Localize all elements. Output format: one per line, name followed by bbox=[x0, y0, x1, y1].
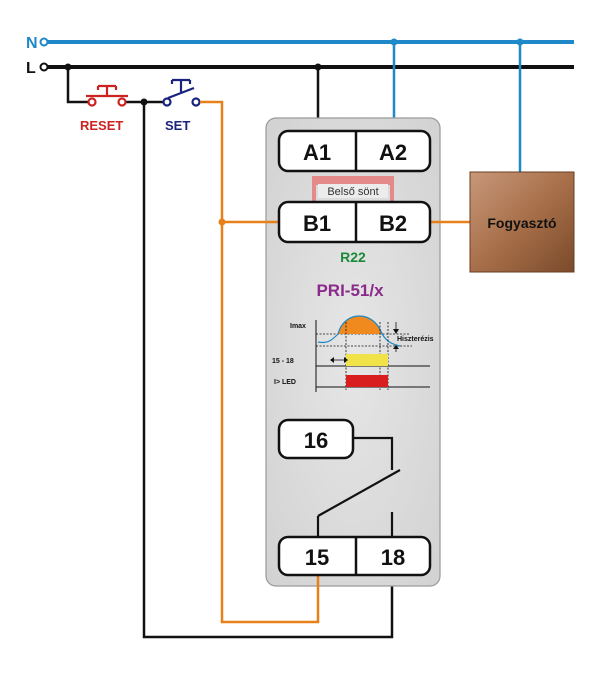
graph-imax-label: Imax bbox=[290, 323, 306, 330]
shunt-label: Belső sönt bbox=[327, 186, 378, 198]
reset-button[interactable] bbox=[86, 84, 128, 107]
load-label: Fogyasztó bbox=[487, 215, 556, 231]
junction-dot bbox=[516, 38, 524, 46]
load-box: Fogyasztó bbox=[469, 171, 575, 273]
signal-wires bbox=[200, 100, 470, 624]
delay-arrow-icon bbox=[330, 357, 334, 363]
terminal-b2: B2 bbox=[379, 211, 407, 236]
line-label: L bbox=[26, 60, 36, 77]
hyst-arrow-icon bbox=[393, 329, 399, 334]
neutral-wires bbox=[392, 42, 522, 172]
hyst-arrow-icon bbox=[393, 345, 399, 349]
neutral-label: N bbox=[26, 35, 38, 52]
set-button[interactable] bbox=[162, 78, 201, 107]
terminal-15: 15 bbox=[305, 545, 329, 570]
junction-dot bbox=[314, 63, 322, 71]
delay-arrow-icon bbox=[344, 357, 348, 363]
graph-relay-label: 15 - 18 bbox=[272, 358, 294, 365]
junction-dot bbox=[218, 218, 226, 226]
set-label: SET bbox=[165, 118, 190, 133]
terminal-16: 16 bbox=[304, 428, 328, 453]
terminal-block-b: B1 B2 bbox=[277, 200, 432, 244]
internal-shunt: Belső sönt bbox=[312, 176, 394, 202]
terminal-b1: B1 bbox=[303, 211, 331, 236]
device-code: R22 bbox=[340, 249, 366, 265]
device-model: PRI-51/x bbox=[316, 281, 384, 300]
terminal-a1: A1 bbox=[303, 140, 331, 165]
neutral-terminal-icon bbox=[39, 37, 49, 47]
terminal-18: 18 bbox=[381, 545, 405, 570]
line-rail: L bbox=[26, 60, 574, 77]
terminal-16-block: 16 bbox=[277, 418, 355, 460]
graph-current-fill bbox=[338, 316, 382, 334]
junction-dot bbox=[64, 63, 72, 71]
line-terminal-icon bbox=[39, 62, 49, 72]
function-graph: Imax Hiszterézis 15 - 18 I> LED bbox=[272, 315, 434, 392]
reset-label: RESET bbox=[80, 118, 123, 133]
junction-dot bbox=[390, 38, 398, 46]
neutral-rail: N bbox=[26, 35, 574, 52]
terminal-a2: A2 bbox=[379, 140, 407, 165]
terminal-block-a: A1 A2 bbox=[277, 129, 432, 173]
graph-led-label: I> LED bbox=[274, 379, 296, 386]
graph-relay-bar bbox=[346, 354, 388, 366]
junction-dot bbox=[140, 98, 148, 106]
graph-current-curve bbox=[317, 315, 401, 347]
graph-led-bar bbox=[346, 375, 388, 387]
graph-hyst-label: Hiszterézis bbox=[397, 336, 434, 343]
terminal-block-output: 15 18 bbox=[277, 535, 432, 577]
relay-contact bbox=[316, 436, 401, 538]
